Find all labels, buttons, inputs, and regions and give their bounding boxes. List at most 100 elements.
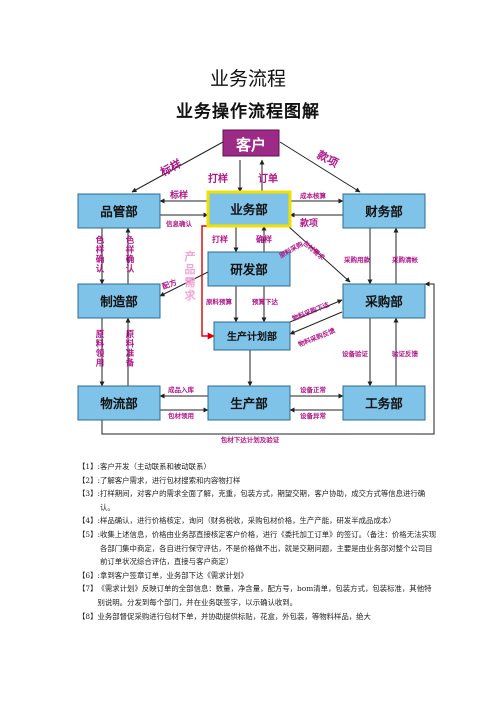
vlabel-char: 样 <box>126 245 135 256</box>
vlabel-char: 料 <box>96 339 105 350</box>
node-qc: 品管部 <box>77 193 161 229</box>
note-item: 【3】:打样期间，对客户的需求全面了解，克重，包装方式，期望交期，客户协助，成交… <box>78 487 438 514</box>
note-number: 【1】: <box>78 462 100 471</box>
vlabel-char: 确 <box>96 254 105 265</box>
label-proof-mid: 打样 <box>212 234 228 244</box>
vlabel-char: 需 <box>185 276 196 289</box>
note-text: 了解客户需求，进行包材搜索和内容物打样 <box>99 475 241 485</box>
note-text: 样品确认，进行价格核定，询问（财务税收，采购包材价格，生产产能，研发半成品成本） <box>99 516 396 526</box>
node-customer: 客户 <box>222 129 280 157</box>
note-number: 【5】: <box>78 529 100 539</box>
node-manufacturing: 制造部 <box>77 283 161 319</box>
vlabel-char: 备 <box>125 358 135 369</box>
label-finished-in: 成品入库 <box>168 385 195 394</box>
label-formula: 配方 <box>161 276 179 291</box>
diagram-title: 业务操作流程图解 <box>176 102 320 122</box>
note-item: 【7】《需求计划》反映订单的全部信息：数量，净含量，配方号，bom清单，包装方式… <box>78 582 438 609</box>
label-confirm-sample: 确样 <box>256 234 272 244</box>
node-customer-label: 客户 <box>235 136 266 154</box>
vlabel-char: 色 <box>126 235 135 246</box>
label-purchase-pay: 采购用款 <box>344 255 371 264</box>
vlabel-char: 求 <box>185 288 197 302</box>
note-text: 业务部督促采购进行包材下单，并协助提供标贴，花盒，外包装，等物料样品，绝大 <box>97 611 371 621</box>
note-number: 【8】 <box>78 611 98 621</box>
note-text: 客户开发（主动联系和被动联系） <box>99 462 211 471</box>
node-engineering-label: 工务部 <box>365 396 403 411</box>
vlabel-char: 认 <box>126 264 135 275</box>
note-item: 【5】:收集上述信息，价格由业务部直接核定客户价格，进行《委托加工订单》的签订。… <box>78 528 438 569</box>
node-sales-label: 业务部 <box>230 202 268 217</box>
note-number: 【6】: <box>78 570 100 580</box>
vlabel-char: 色 <box>96 235 105 246</box>
label-material-need: 包材需求 <box>301 238 327 262</box>
node-production: 生产部 <box>207 385 291 421</box>
label-budget-issue: 预算下达 <box>252 297 279 306</box>
note-number: 【4】: <box>78 516 100 526</box>
label-order: 订单 <box>258 172 278 185</box>
label-cost-check: 成本核算 <box>300 191 327 200</box>
label-material-buy: 原料采购 <box>277 239 304 260</box>
node-production-label: 生产部 <box>230 396 268 411</box>
node-purchasing-label: 采购部 <box>364 294 403 309</box>
note-number: 【2】: <box>78 475 100 485</box>
note-text: 《需求计划》反映订单的全部信息：数量，净含量，配方号，bom清单，包装方式，包装… <box>97 584 432 607</box>
label-proof: 打样 <box>208 172 228 185</box>
notes-list: 【1】:客户开发（主动联系和被动联系）【2】:了解客户需求，进行包材搜索和内容物… <box>78 460 438 623</box>
vlabel-char: 料 <box>126 339 135 350</box>
label-raw-budget: 原料预算 <box>206 297 233 306</box>
vlabel-char: 准 <box>126 348 135 359</box>
vlabel-char: 产 <box>185 249 196 263</box>
label-payment-mid: 款项 <box>300 217 318 229</box>
red-feedback-arrow <box>201 225 215 340</box>
flow-diagram: 客户 业务部 品管部 财务部 研发部 制造部 采购部 生产计划部 物流部 生产部… <box>77 129 435 444</box>
node-logistics-label: 物流部 <box>100 396 138 411</box>
note-text: 打样期间，对客户的需求全面了解，克重，包装方式，期望交期，客户协助，成交方式等信… <box>99 489 426 512</box>
label-purchase-clear: 采购清帐 <box>392 255 419 264</box>
note-text: 收集上述信息，价格由业务部直接核定客户价格，进行《委托加工订单》的签订。（备注：… <box>99 529 437 567</box>
label-equip-abnormal: 设备异常 <box>300 411 327 420</box>
vlabel-char: 原 <box>96 329 105 340</box>
label-check-feedback: 验证反馈 <box>392 349 419 358</box>
node-rnd: 研发部 <box>207 251 291 287</box>
node-finance: 财务部 <box>342 193 426 229</box>
vlabel-char: 品 <box>185 263 196 276</box>
note-text: 拿到客户签章订单，业务部下达《需求计划》 <box>99 570 248 580</box>
vlabel-char: 原 <box>126 329 135 340</box>
node-plan-label: 生产计划部 <box>227 330 277 343</box>
note-item: 【8】业务部督促采购进行包材下单，并协助提供标贴，花盒，外包装，等物料样品，绝大 <box>78 610 438 624</box>
document-title: 业务流程 <box>209 68 286 90</box>
node-plan: 生产计划部 <box>213 321 291 351</box>
label-equip-normal: 设备正常 <box>300 385 327 394</box>
label-pack-collect: 包材领用 <box>168 411 194 420</box>
label-equip-check: 设备验证 <box>342 349 369 358</box>
vlabel-char: 认 <box>96 264 105 275</box>
node-purchasing: 采购部 <box>342 283 426 319</box>
label-sample-mid: 标样 <box>169 189 188 201</box>
vlabel-char: 确 <box>126 254 135 265</box>
note-number: 【7】 <box>78 584 98 594</box>
node-engineering: 工务部 <box>342 385 426 421</box>
node-finance-label: 财务部 <box>364 204 403 219</box>
vlabel-char: 领 <box>95 348 105 359</box>
node-qc-label: 品管部 <box>100 204 138 219</box>
note-item: 【2】:了解客户需求，进行包材搜索和内容物打样 <box>78 474 438 488</box>
note-number: 【3】: <box>78 489 100 499</box>
note-item: 【4】:样品确认，进行价格核定，询问（财务税收，采购包材价格，生产产能，研发半成… <box>78 514 438 528</box>
vlabel-char: 用 <box>95 359 105 369</box>
note-item: 【6】:拿到客户签章订单，业务部下达《需求计划》 <box>78 569 438 583</box>
note-item: 【1】:客户开发（主动联系和被动联系） <box>78 460 438 474</box>
vlabel-char: 样 <box>96 245 105 256</box>
label-pack-plan: 包材下达计划及验证 <box>221 435 280 444</box>
node-logistics: 物流部 <box>77 385 161 421</box>
node-sales: 业务部 <box>206 190 292 228</box>
node-manufacturing-label: 制造部 <box>100 294 138 309</box>
node-rnd-label: 研发部 <box>230 262 268 277</box>
label-info-confirm: 信息确认 <box>166 219 193 228</box>
connectors <box>99 141 435 435</box>
